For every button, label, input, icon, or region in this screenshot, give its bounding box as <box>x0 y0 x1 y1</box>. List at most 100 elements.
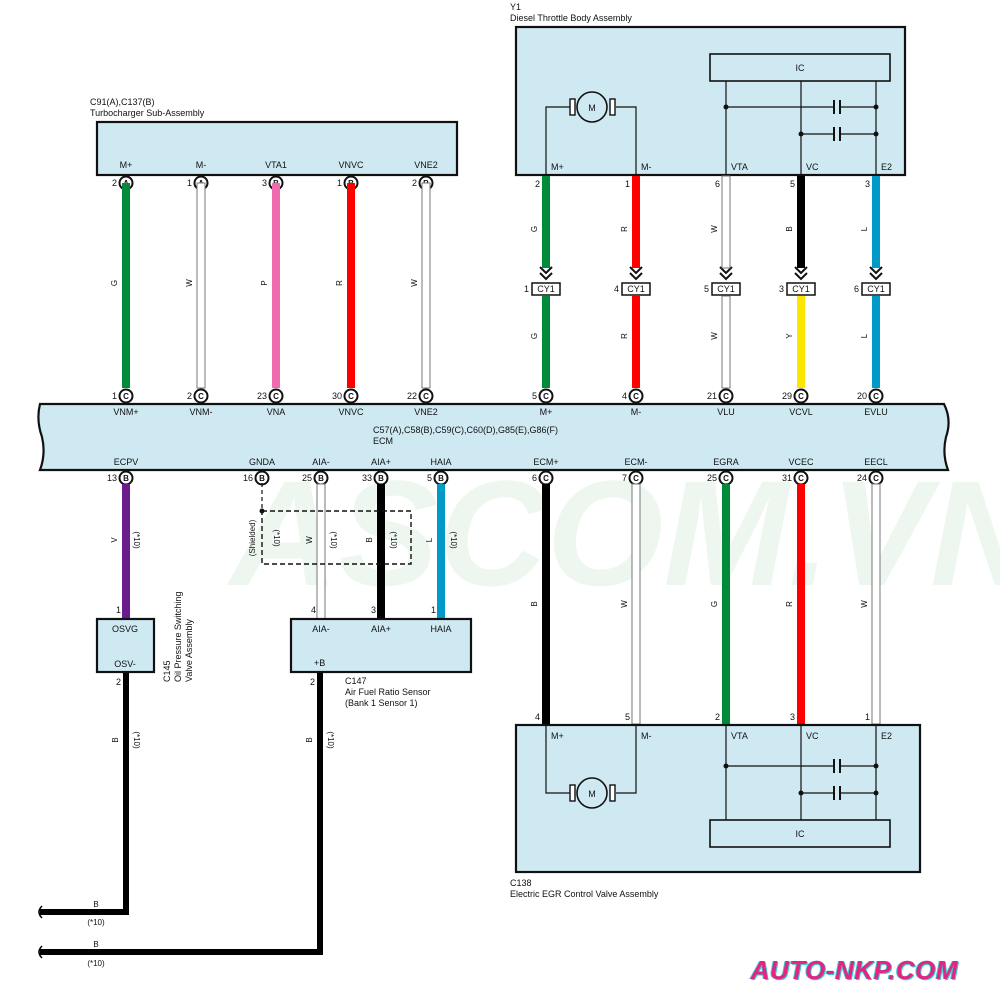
afr-pin-number: 1 <box>431 605 436 615</box>
ecm-bottom-term-label: AIA+ <box>371 457 391 467</box>
turbo-term-label: VNVC <box>338 160 364 170</box>
ecm-bottom-term-label: VCEC <box>788 457 814 467</box>
junction-box <box>861 282 891 296</box>
osv-code: C145 <box>162 660 172 682</box>
shield-box <box>261 510 412 565</box>
ecm-bottom-connector-6-letter: C <box>633 474 639 483</box>
junction-label: CY1 <box>627 284 645 294</box>
ecm-term-label: VCVL <box>789 407 813 417</box>
afr-box <box>289 617 473 674</box>
throttle-wire-top-0 <box>542 176 550 268</box>
ecm-bottom-term-label: EECL <box>864 457 888 467</box>
junction-pin-number: 4 <box>614 284 619 294</box>
egr-wire-1 <box>631 483 641 725</box>
egr-pin-number: 3 <box>790 712 795 722</box>
afr-name-2: (Bank 1 Sensor 1) <box>345 698 418 708</box>
throttle-wire-top-3 <box>797 176 805 268</box>
ecm-term-label: EVLU <box>864 407 888 417</box>
egr-wire-code: W <box>860 600 869 608</box>
osv-ground-wire <box>40 673 129 915</box>
turbo-term-label: M+ <box>120 160 133 170</box>
turbo-wire-code: R <box>335 280 344 286</box>
afr-term-label: AIA+ <box>371 624 391 634</box>
egr-name: Electric EGR Control Valve Assembly <box>510 889 659 899</box>
throttle-wire-bottom-1 <box>632 296 640 388</box>
ecm-top-connector-3-circle <box>343 388 359 404</box>
osv-name-2: Valve Assembly <box>184 619 194 682</box>
turbo-wire-1 <box>196 182 206 389</box>
throttle-wire-top-4 <box>872 176 880 268</box>
turbo-wire-2 <box>272 183 280 388</box>
ecm-pin-number: 29 <box>782 391 792 401</box>
oil-pressure-valve-component: OSVG OSV- 1 2 C145 Oil Pressure Switchin… <box>95 591 194 687</box>
throttle-wire-code-bottom: L <box>860 333 869 338</box>
junction-pin-number: 6 <box>854 284 859 294</box>
throttle-wire-code-top: L <box>860 226 869 231</box>
throttle-wire-code-bottom: Y <box>785 333 794 339</box>
ecm-term-label: VLU <box>717 407 735 417</box>
ecm-term-label: VNM+ <box>113 407 138 417</box>
afr-name-1: Air Fuel Ratio Sensor <box>345 687 431 697</box>
ecm-pin-number: 23 <box>257 391 267 401</box>
ecm-top-connector-t0-circle <box>538 388 554 404</box>
ecm-bottom-connector-3-letter: B <box>378 474 384 483</box>
egr-wire-4 <box>871 483 881 725</box>
egr-term-label: M+ <box>551 731 564 741</box>
ecm-bottom-pin-number: 33 <box>362 473 372 483</box>
throttle-wire-bottom-0 <box>542 296 550 388</box>
ecm-term-label: VNA <box>267 407 286 417</box>
ecm-bottom-pin-number: 7 <box>622 473 627 483</box>
afr-wire-2 <box>437 484 445 619</box>
ecm-bottom-connector-5-letter: C <box>543 474 549 483</box>
ecm-bottom-connector-9-letter: C <box>873 474 879 483</box>
junction-pin-number: 5 <box>704 284 709 294</box>
afr-wire-0 <box>316 483 326 620</box>
ground-break-icon-2 <box>38 945 43 959</box>
osv-pin-bottom: 2 <box>116 677 121 687</box>
ecm-bottom-connector-0-letter: B <box>123 474 129 483</box>
throttle-wire-code-top: G <box>530 226 539 232</box>
ecm-term-label: VNM- <box>190 407 213 417</box>
junction-pin-number: 1 <box>524 284 529 294</box>
throttle-wire-code-bottom: G <box>530 333 539 339</box>
turbo-pin-number: 2 <box>112 178 117 188</box>
egr-wire-0 <box>542 484 550 724</box>
throttle-pin-number: 2 <box>535 179 540 189</box>
turbo-term-label: VNE2 <box>414 160 438 170</box>
egr-pin-number: 5 <box>625 712 630 722</box>
ecm-bottom-connector-2-letter: B <box>318 474 324 483</box>
ground-wires: B (*10) B (*10) B (*10) B (*10) <box>38 673 335 968</box>
ecm-pin-number: 4 <box>622 391 627 401</box>
afr-term-label: HAIA <box>430 624 451 634</box>
afr-power-term: +B <box>314 658 325 668</box>
ecm-top-connector-t1-letter: C <box>633 392 639 401</box>
ecm-top-connector-1-letter: C <box>198 392 204 401</box>
turbo-wire-3 <box>347 183 355 388</box>
afr-wire-note: (*10) <box>449 531 458 549</box>
throttle-motor-icon: M <box>545 91 637 175</box>
turbo-wire-code: W <box>185 279 194 287</box>
ecm-top-connector-t4-circle <box>868 388 884 404</box>
afr-wire-note: (*10) <box>389 531 398 549</box>
ecm-term-label: M- <box>631 407 642 417</box>
junction-chevron-icon <box>629 266 643 281</box>
throttle-term-label: E2 <box>881 162 892 172</box>
ecm-bottom-connector-7-letter: C <box>723 474 729 483</box>
throttle-motor-label: M <box>588 103 596 113</box>
turbo-wire-code: W <box>410 279 419 287</box>
ecm-bottom-pin-number: 5 <box>427 473 432 483</box>
ecm-bottom-term-label: HAIA <box>430 457 451 467</box>
afr-wire-1 <box>377 484 385 619</box>
ecm-top-connector-4-circle <box>418 388 434 404</box>
throttle-wire-bottom-4 <box>872 296 880 388</box>
osv-ground-code: B <box>93 900 98 909</box>
shield-group: (Shielded) (*10) <box>248 483 412 565</box>
ecm-term-label: M+ <box>540 407 553 417</box>
egr-motor-icon: M <box>545 725 637 809</box>
afr-term-label: AIA- <box>312 624 330 634</box>
throttle-name: Diesel Throttle Body Assembly <box>510 13 632 23</box>
ecm-bottom-term-label: AIA- <box>312 457 330 467</box>
afr-pin-number: 4 <box>311 605 316 615</box>
afr-ground-code: B <box>93 940 98 949</box>
